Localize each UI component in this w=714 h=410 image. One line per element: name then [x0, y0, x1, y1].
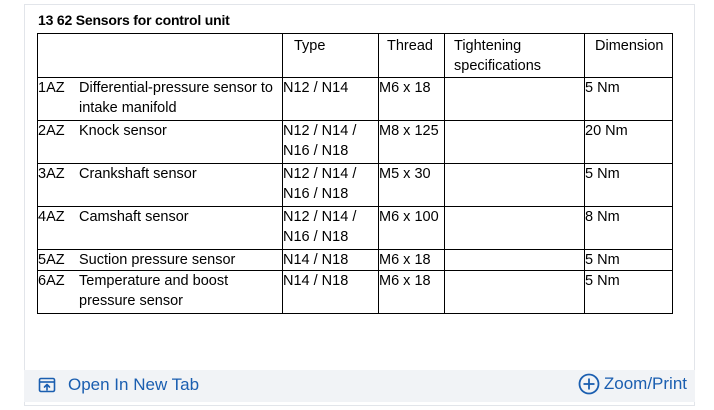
component-cell: 5AZ Suction pressure sensor	[37, 249, 283, 271]
dimension-cell: 5 Nm	[584, 249, 673, 271]
type-cell: N12 / N14 / N16 / N18	[282, 163, 379, 207]
component-name: Differential-pressure sensor to intake m…	[79, 80, 273, 116]
open-in-new-tab-label: Open In New Tab	[68, 375, 200, 394]
component-name: Crankshaft sensor	[79, 166, 197, 182]
dimension-cell: 5 Nm	[584, 77, 673, 121]
header-tightening: Tightening specifications	[444, 33, 585, 78]
dimension-cell: 20 Nm	[584, 120, 673, 164]
zoom-plus-icon	[578, 373, 600, 395]
table-row: 4AZ Camshaft sensor N12 / N14 / N16 / N1…	[37, 206, 673, 250]
component-cell: 3AZ Crankshaft sensor	[37, 163, 283, 207]
component-code: 6AZ	[38, 273, 65, 289]
thread-cell: M6 x 100	[378, 206, 445, 250]
tightening-cell	[444, 270, 585, 314]
thread-cell: M6 x 18	[378, 77, 445, 121]
document-title: 13 62 Sensors for control unit	[38, 12, 230, 28]
tightening-cell	[444, 206, 585, 250]
type-cell: N12 / N14	[282, 77, 379, 121]
type-cell: N12 / N14 / N16 / N18	[282, 206, 379, 250]
table-row: 3AZ Crankshaft sensor N12 / N14 / N16 / …	[37, 163, 673, 207]
zoom-print-link[interactable]: Zoom/Print	[578, 373, 687, 395]
thread-cell: M6 x 18	[378, 249, 445, 271]
component-name: Temperature and boost pressure sensor	[79, 273, 229, 309]
tightening-cell	[444, 163, 585, 207]
table-row: 6AZ Temperature and boost pressure senso…	[37, 270, 673, 314]
zoom-print-label: Zoom/Print	[603, 374, 687, 393]
header-type: Type	[282, 33, 379, 78]
table-row: 2AZ Knock sensor N12 / N14 / N16 / N18 M…	[37, 120, 673, 164]
dimension-cell: 5 Nm	[584, 163, 673, 207]
table-row: 1AZ Differential-pressure sensor to inta…	[37, 77, 673, 121]
header-thread: Thread	[378, 33, 445, 78]
thread-cell: M8 x 125	[378, 120, 445, 164]
open-in-new-tab-link[interactable]: Open In New Tab	[38, 375, 199, 395]
thread-cell: M5 x 30	[378, 163, 445, 207]
tightening-cell	[444, 249, 585, 271]
component-cell: 4AZ Camshaft sensor	[37, 206, 283, 250]
component-code: 5AZ	[38, 252, 65, 268]
type-cell: N14 / N18	[282, 270, 379, 314]
component-name: Suction pressure sensor	[79, 252, 236, 268]
type-cell: N14 / N18	[282, 249, 379, 271]
header-name	[37, 33, 283, 78]
component-code: 1AZ	[38, 80, 65, 96]
header-dimension: Dimension	[584, 33, 673, 78]
table-row: 5AZ Suction pressure sensor N14 / N18 M6…	[37, 249, 673, 271]
component-code: 3AZ	[38, 166, 65, 182]
sensor-spec-table: Type Thread Tightening specifications Di…	[37, 33, 673, 314]
document-footer: Open In New Tab Zoom/Print	[24, 370, 695, 402]
component-name: Camshaft sensor	[79, 209, 189, 225]
component-cell: 6AZ Temperature and boost pressure senso…	[37, 270, 283, 314]
component-code: 2AZ	[38, 123, 65, 139]
tightening-cell	[444, 77, 585, 121]
tightening-cell	[444, 120, 585, 164]
table-header-row: Type Thread Tightening specifications Di…	[37, 33, 673, 78]
dimension-cell: 8 Nm	[584, 206, 673, 250]
component-cell: 1AZ Differential-pressure sensor to inta…	[37, 77, 283, 121]
open-in-new-tab-icon	[38, 377, 56, 393]
dimension-cell: 5 Nm	[584, 270, 673, 314]
component-code: 4AZ	[38, 209, 65, 225]
component-name: Knock sensor	[79, 123, 167, 139]
component-cell: 2AZ Knock sensor	[37, 120, 283, 164]
thread-cell: M6 x 18	[378, 270, 445, 314]
type-cell: N12 / N14 / N16 / N18	[282, 120, 379, 164]
